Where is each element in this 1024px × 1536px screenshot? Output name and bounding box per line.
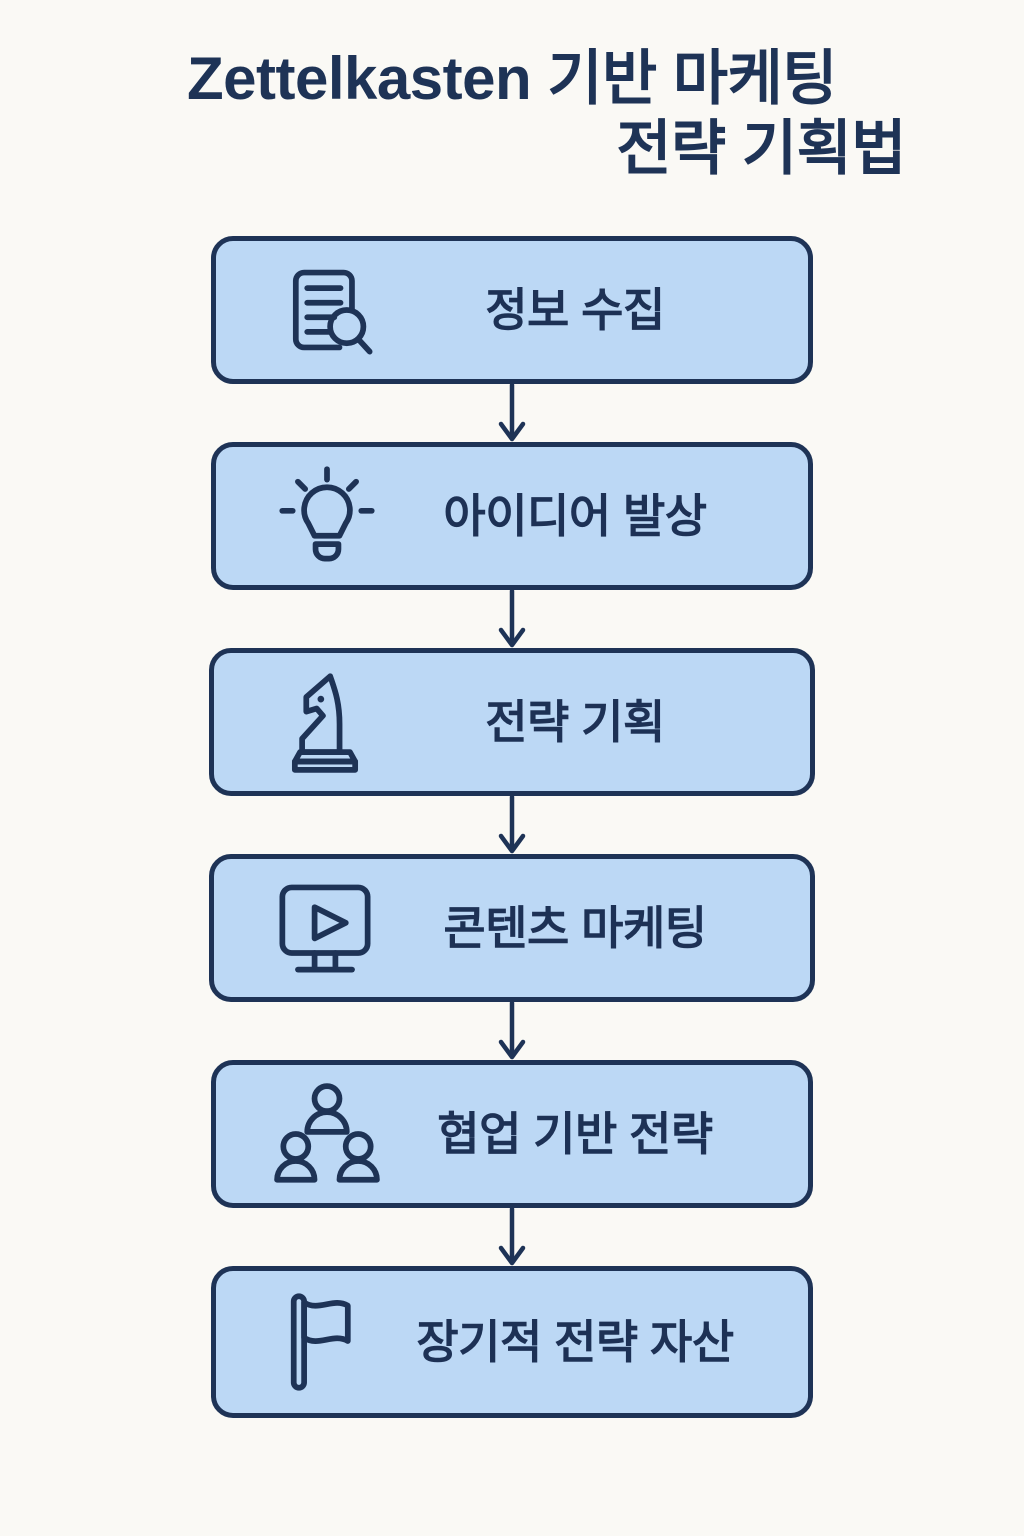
flowchart: 정보 수집	[209, 236, 815, 1418]
page-title-line-2: 전략 기획법	[616, 115, 906, 183]
step-label-6: 장기적 전략 자산	[416, 1315, 734, 1368]
page-title: Zettelkasten 기반 마케팅 전략 기획법	[0, 44, 1024, 184]
step-card-idea-generation[interactable]: 아이디어 발상	[211, 442, 813, 590]
down-arrow-icon	[498, 796, 526, 854]
flow-row-2: 아이디어 발상	[211, 442, 813, 590]
flow-row-5: 협업 기반 전략	[211, 1060, 813, 1208]
connector-3-to-4	[211, 796, 813, 854]
document-search-icon	[268, 254, 386, 366]
step-card-collaboration-strategy[interactable]: 협업 기반 전략	[211, 1060, 813, 1208]
step-label-1: 정보 수집	[485, 283, 665, 336]
flow-row-6: 장기적 전략 자산	[211, 1266, 813, 1418]
flow-row-3: 전략 기획	[209, 648, 815, 796]
down-arrow-icon	[498, 1208, 526, 1266]
step-card-strategy-planning[interactable]: 전략 기획	[209, 648, 815, 796]
connector-2-to-3	[211, 590, 813, 648]
step-label-3: 전략 기획	[485, 695, 665, 748]
connector-1-to-2	[211, 384, 813, 442]
flow-row-4: 콘텐츠 마케팅	[209, 854, 815, 1002]
step-card-content-marketing[interactable]: 콘텐츠 마케팅	[209, 854, 815, 1002]
step-card-long-term-asset[interactable]: 장기적 전략 자산	[211, 1266, 813, 1418]
monitor-play-icon	[266, 872, 384, 984]
connector-4-to-5	[211, 1002, 813, 1060]
step-label-2: 아이디어 발상	[443, 489, 707, 542]
step-label-4: 콘텐츠 마케팅	[443, 901, 707, 954]
people-group-icon	[268, 1078, 386, 1190]
connector-5-to-6	[211, 1208, 813, 1266]
page-title-line-1: Zettelkasten 기반 마케팅	[187, 45, 837, 112]
down-arrow-icon	[498, 384, 526, 442]
step-label-5: 협업 기반 전략	[437, 1107, 713, 1160]
flow-row-1: 정보 수집	[211, 236, 813, 384]
down-arrow-icon	[498, 1002, 526, 1060]
flag-icon	[268, 1286, 386, 1398]
lightbulb-icon	[268, 460, 386, 572]
step-card-information-gathering[interactable]: 정보 수집	[211, 236, 813, 384]
chess-knight-icon	[266, 666, 384, 778]
down-arrow-icon	[498, 590, 526, 648]
